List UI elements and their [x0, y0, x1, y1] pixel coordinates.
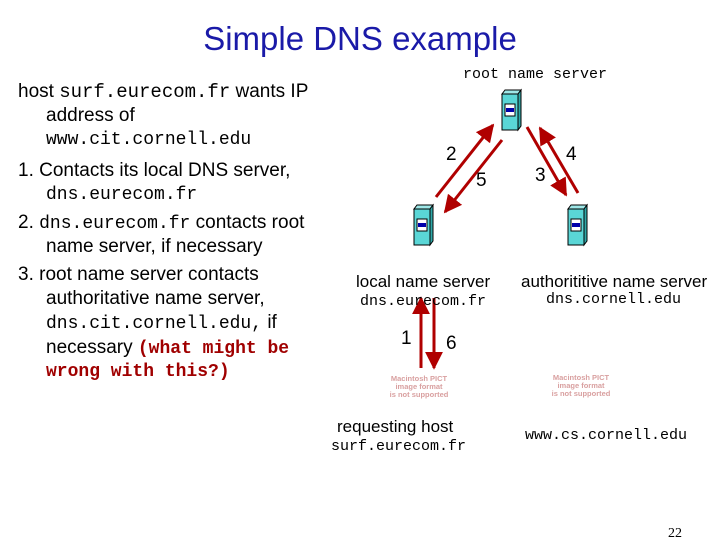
intro-target: www.cit.cornell.edu: [46, 130, 252, 150]
step3-cont: authoritative name server,: [46, 288, 265, 309]
auth-server-host: dns.cornell.edu: [546, 291, 682, 308]
arrow-4: [538, 126, 580, 194]
step3-if: if: [262, 312, 277, 333]
pict-line-2: image format: [557, 381, 605, 390]
pict-line-1: Macintosh PICT: [390, 374, 448, 383]
step3-question-2: wrong with this?): [46, 362, 230, 382]
page-number: 22: [668, 526, 682, 541]
step1-line: 1. Contacts its local DNS server,: [18, 159, 290, 183]
step3-necessary-line: necessary (what might be: [46, 336, 289, 361]
local-server-label: local name server: [356, 272, 491, 291]
step3-line: 3. root name server contacts: [18, 263, 259, 287]
step-number-5: 5: [476, 170, 487, 191]
requesting-host-name: surf.eurecom.fr: [331, 438, 467, 455]
step2-cont: name server, if necessary: [46, 236, 263, 257]
pict-line-3: is not supported: [389, 390, 449, 399]
step3-server: dns.cit.cornell.edu,: [46, 314, 263, 334]
arrow-5: [443, 139, 504, 214]
intro-wants: wants IP: [230, 81, 309, 102]
step-number-6: 6: [446, 333, 457, 354]
step3-num: 3.: [18, 264, 40, 285]
step-number-3: 3: [535, 165, 546, 186]
step2-line: 2. dns.eurecom.fr contacts root: [18, 211, 304, 236]
intro-host: host: [18, 81, 60, 102]
pict-line-2: image format: [395, 382, 443, 391]
auth-server-label: authorititive name server: [521, 272, 708, 291]
www-host-name: www.cs.cornell.edu: [525, 427, 688, 444]
root-server-icon: [500, 88, 522, 132]
step-number-1: 1: [401, 328, 412, 349]
step2-text: contacts root: [190, 212, 305, 233]
step1-server: dns.eurecom.fr: [46, 185, 198, 205]
requesting-host-image-placeholder: Macintosh PICT image format is not suppo…: [374, 375, 464, 399]
pict-line-3: is not supported: [551, 389, 611, 398]
arrow-2: [434, 123, 495, 198]
step3-server-line: dns.cit.cornell.edu, if: [46, 311, 277, 336]
root-server-label: root name server: [463, 66, 608, 83]
www-host-image-placeholder: Macintosh PICT image format is not suppo…: [536, 374, 626, 398]
step1-text: Contacts its local DNS server,: [39, 160, 291, 181]
requesting-host-label: requesting host: [337, 417, 454, 436]
step-number-2: 2: [446, 144, 457, 165]
step3-text: root name server contacts: [39, 264, 259, 285]
step3-necessary: necessary: [46, 337, 138, 358]
auth-server-icon: [566, 203, 588, 247]
step2-server: dns.eurecom.fr: [39, 214, 191, 234]
intro-address-of: address of: [46, 105, 135, 126]
step-number-4: 4: [566, 144, 577, 165]
arrow-3: [525, 126, 568, 197]
intro-hostname: surf.eurecom.fr: [59, 81, 231, 103]
slide-title: Simple DNS example: [203, 20, 517, 57]
pict-line-1: Macintosh PICT: [552, 373, 610, 382]
intro-line-1: host surf.eurecom.fr wants IP: [18, 80, 308, 104]
local-server-icon: [412, 203, 434, 247]
step1-num: 1.: [18, 160, 40, 181]
local-server-host: dns.eurecom.fr: [360, 293, 487, 310]
step3-question-1: (what might be: [137, 339, 290, 359]
step2-num: 2.: [18, 212, 40, 233]
